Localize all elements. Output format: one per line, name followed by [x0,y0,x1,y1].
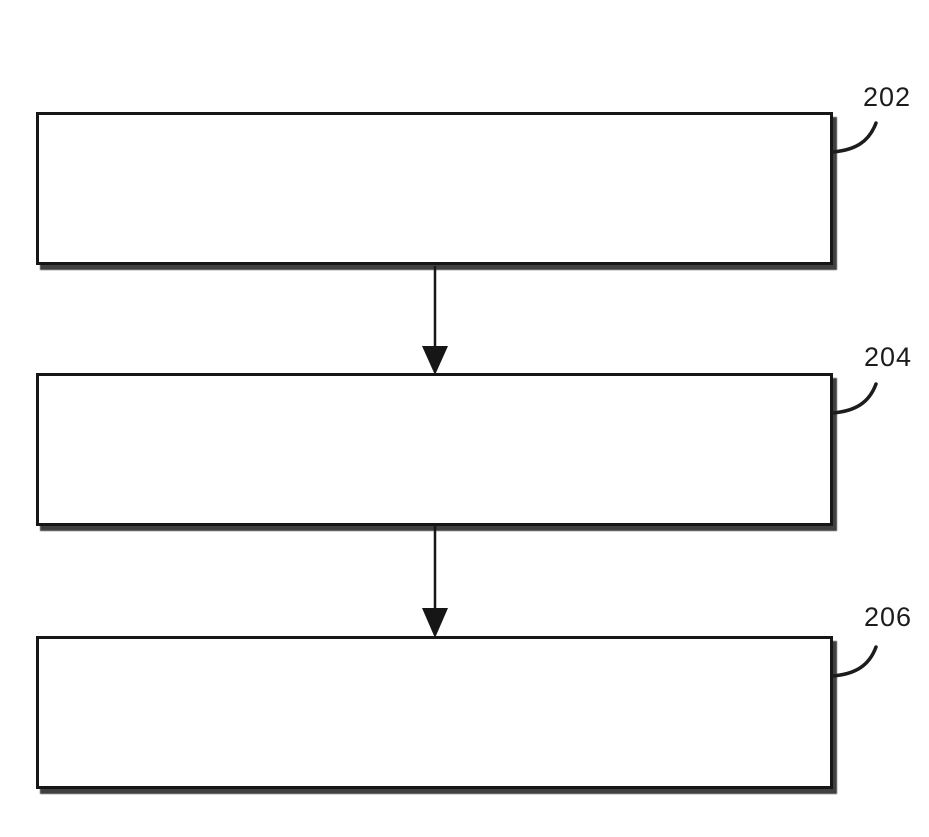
ref-label-206: 206 [864,602,913,632]
ref-label-202: 202 [863,82,912,112]
flow-step-box-202 [36,112,833,265]
leader-line-202 [831,121,878,154]
leader-line-204 [831,382,878,415]
arrowhead-icon [422,608,448,638]
arrowhead-icon [422,346,448,375]
arrow-down-204-206 [422,526,448,638]
ref-label-204: 204 [864,342,913,372]
leader-line-206 [831,645,878,678]
flow-step-box-204 [36,373,833,526]
flow-step-box-206 [36,636,833,789]
arrow-down-202-204 [422,266,448,375]
